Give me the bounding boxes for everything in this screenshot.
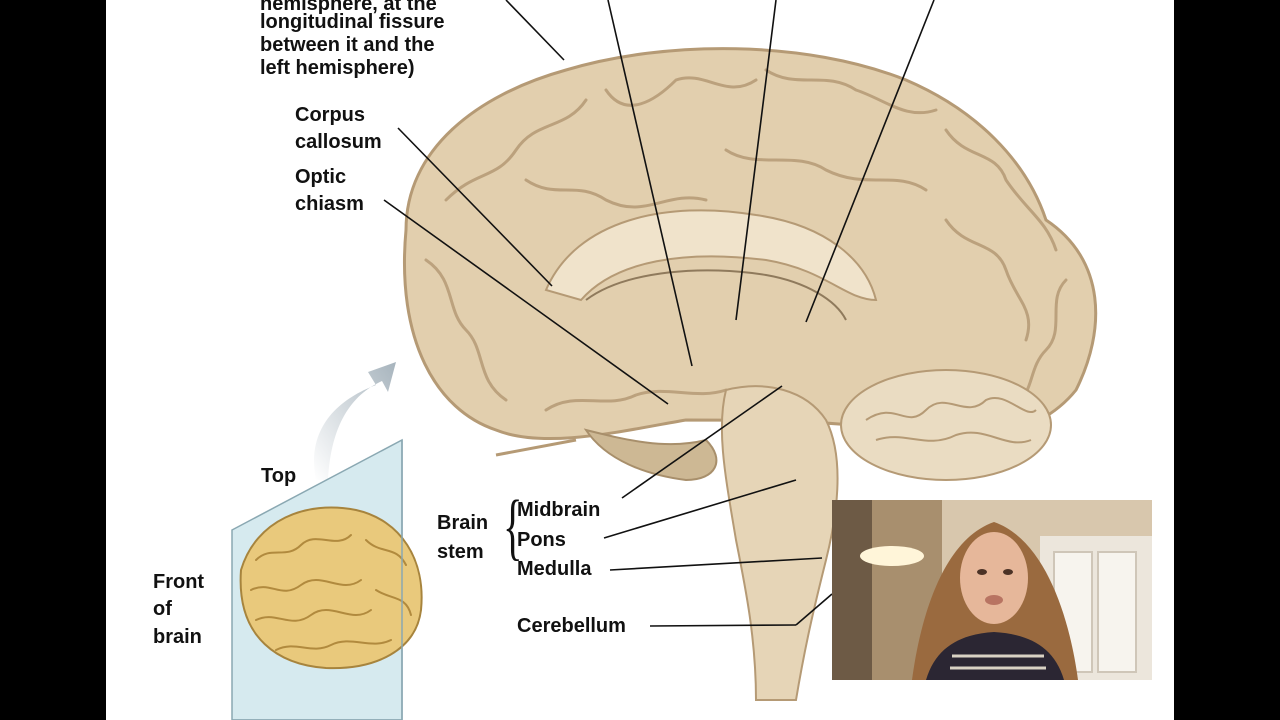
cerebellum-shape xyxy=(840,369,1052,481)
small-brain-diagram xyxy=(231,438,423,720)
presenter-webcam xyxy=(832,500,1152,680)
label-callosum: callosum xyxy=(295,131,382,153)
label-optic: Optic xyxy=(295,166,347,188)
label-hemisphere: hemisphere, at the xyxy=(260,0,437,15)
label-brain: brain xyxy=(153,626,202,648)
label-left-hemisphere: left hemisphere) xyxy=(260,57,415,79)
corpus-callosum-shape xyxy=(544,209,878,302)
slide: hemisphere, at the longitudinal fissure … xyxy=(106,0,1174,720)
sagittal-brain xyxy=(403,47,1098,701)
brainstem-shape xyxy=(720,385,839,701)
label-brain-stem-1: Brain xyxy=(437,512,489,534)
brain-illustration xyxy=(231,0,1098,720)
label-top: Top xyxy=(261,465,297,487)
label-front: Front xyxy=(153,571,205,593)
label-midbrain: Midbrain xyxy=(517,499,601,521)
leader-lines xyxy=(383,0,935,627)
label-between: between it and the xyxy=(260,34,435,56)
label-medulla: Medulla xyxy=(517,558,592,580)
curved-arrow xyxy=(314,362,396,480)
label-brain-stem-2: stem xyxy=(437,541,484,563)
label-cerebellum: Cerebellum xyxy=(517,615,626,637)
label-of: of xyxy=(153,598,172,620)
label-pons: Pons xyxy=(517,529,566,551)
label-longitudinal-fissure: longitudinal fissure xyxy=(260,11,445,33)
brace-icon: { xyxy=(503,486,523,568)
label-corpus: Corpus xyxy=(295,104,365,126)
webcam-image xyxy=(832,500,1152,680)
label-chiasm: chiasm xyxy=(295,193,364,215)
